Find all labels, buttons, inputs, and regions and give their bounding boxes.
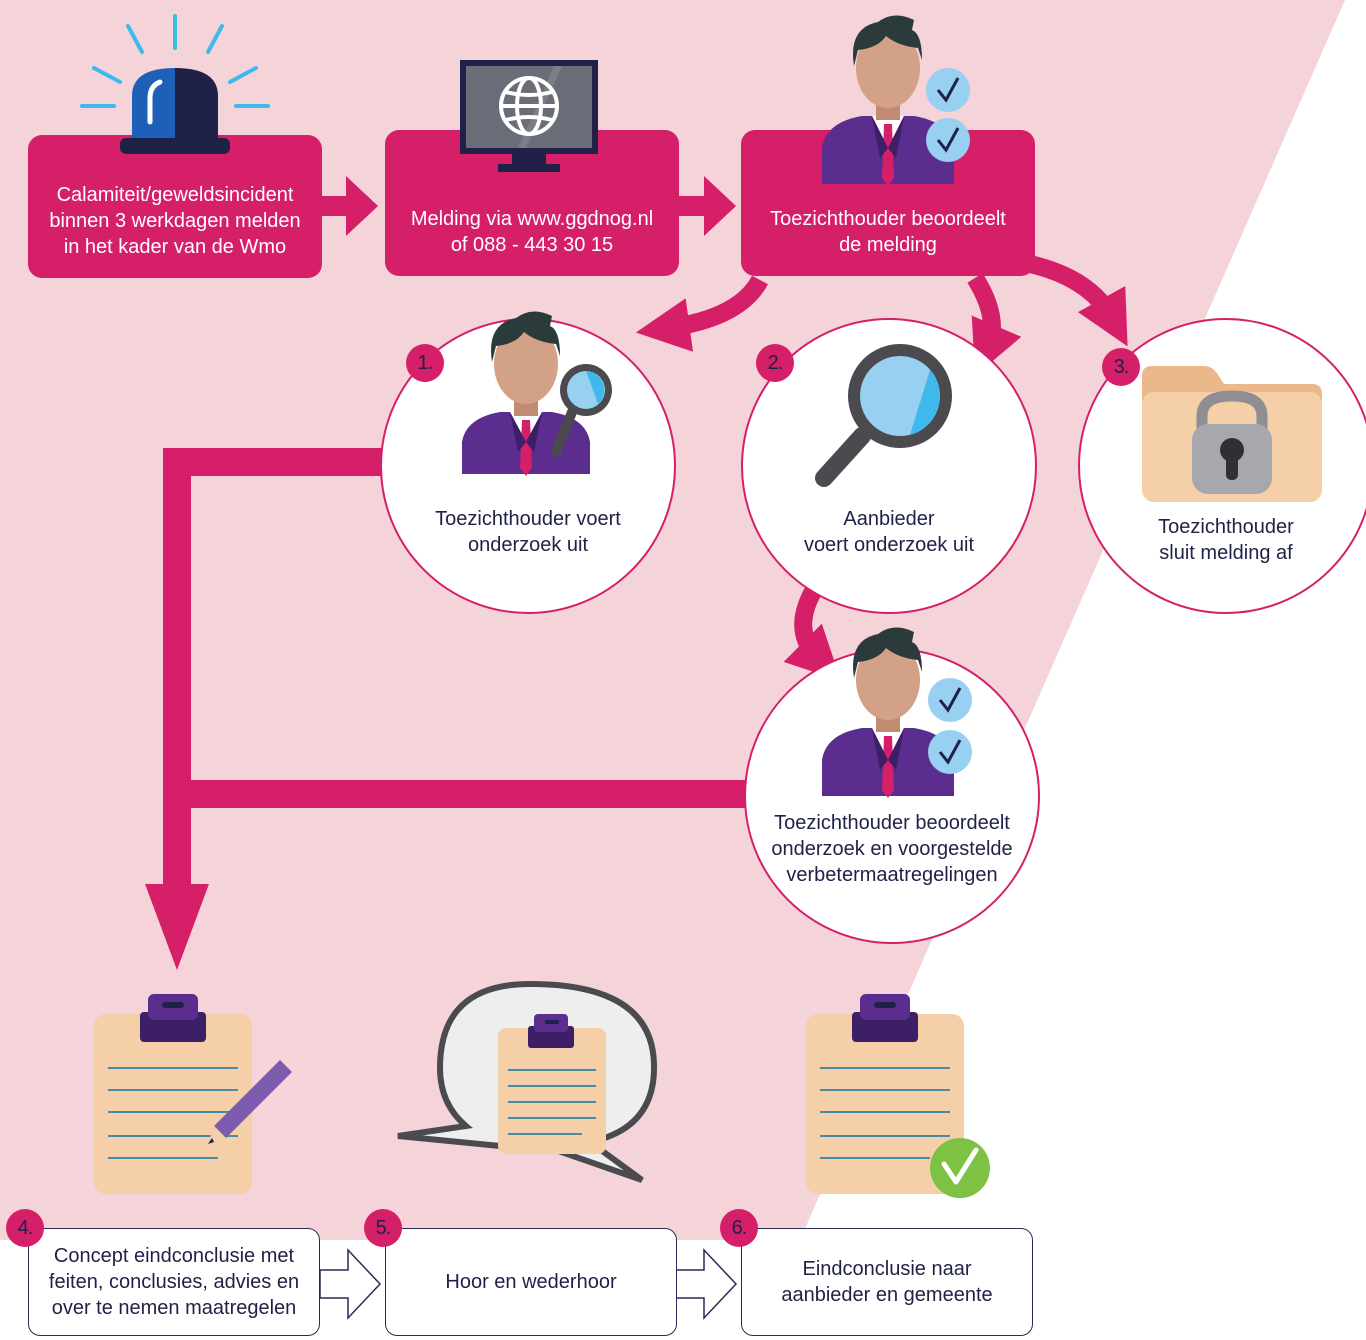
arrow-step1-to-step2: [320, 176, 378, 236]
option-inspector-investigates-text: Toezichthouder voert onderzoek uit: [435, 508, 621, 556]
step-inspector-assesses-text: Toezichthouder beoordeelt de melding: [770, 208, 1006, 256]
globe-monitor-icon: [460, 60, 598, 172]
option-inspector-closes-text: Toezichthouder sluit melding af: [1158, 516, 1294, 564]
option-1-number: 1.: [406, 344, 444, 382]
magnifier-icon: [815, 344, 952, 487]
clipboard-check-icon: [806, 994, 990, 1198]
option-3-number: 3.: [1102, 348, 1140, 386]
inspector-check-icon: [822, 15, 970, 186]
arrow-to-option2: [967, 273, 1022, 376]
arrow-to-option1: [635, 275, 768, 352]
speech-bubble-clipboard-icon: [397, 980, 658, 1183]
arrow-step2-to-step3: [678, 176, 736, 236]
option-2-number: 2.: [756, 344, 794, 382]
clipboard-pencil-icon: [94, 994, 292, 1194]
step-report-channel-text: Melding via www.ggdnog.nl of 088 - 443 3…: [410, 208, 654, 256]
step-hearing: Hoor en wederhoor: [385, 1228, 677, 1336]
arrow-to-step4: [145, 448, 753, 970]
arrow-to-option3: [1027, 255, 1128, 347]
inspector-check-icon: [822, 627, 972, 798]
arrow-step5-to-step6: [675, 1248, 738, 1320]
arrow-step4-to-step5: [319, 1248, 382, 1320]
siren-icon: [80, 14, 270, 154]
option-provider-investigates-text: Aanbieder voert onderzoek uit: [803, 508, 975, 556]
step-6-number: 6.: [720, 1209, 758, 1247]
step-report-incident-text: Calamiteit/geweldsincident binnen 3 werk…: [49, 184, 301, 258]
locked-folder-icon: [1142, 366, 1322, 502]
step-final-conclusion: Eindconclusie naar aanbieder en gemeente: [741, 1228, 1033, 1336]
step-draft-conclusion: Concept eindconclusie met feiten, conclu…: [28, 1228, 320, 1336]
inspector-magnifier-icon: [462, 311, 612, 476]
review-circle-text: Toezichthouder beoordeelt onderzoek en v…: [771, 812, 1013, 886]
step-5-number: 5.: [364, 1209, 402, 1247]
arrow-option2-to-review: [783, 583, 841, 681]
step-report-incident: Calamiteit/geweldsincident binnen 3 werk…: [28, 135, 322, 278]
step-4-number: 4.: [6, 1209, 44, 1247]
